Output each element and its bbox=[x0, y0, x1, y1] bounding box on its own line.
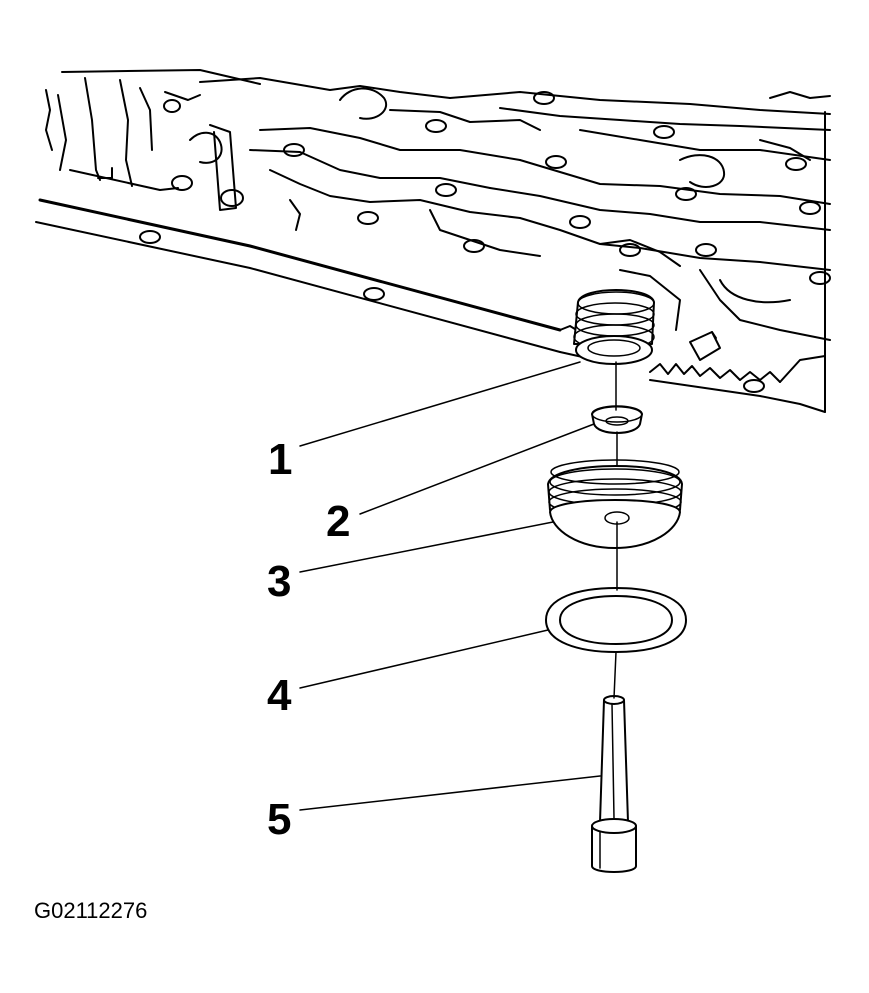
figure-id-label: G02112276 bbox=[34, 898, 148, 923]
spring bbox=[573, 289, 655, 365]
retainer bbox=[591, 405, 643, 434]
alignment-centerline bbox=[613, 361, 618, 699]
leader-line-1 bbox=[299, 361, 581, 447]
piston bbox=[547, 459, 683, 549]
leader-line-4 bbox=[299, 629, 549, 689]
leader-line-3 bbox=[299, 521, 554, 573]
seal-ring bbox=[545, 587, 687, 653]
callout-5: 5 bbox=[267, 795, 291, 844]
callout-1: 1 bbox=[268, 435, 292, 484]
callout-4: 4 bbox=[267, 671, 292, 720]
leader-lines bbox=[299, 361, 601, 811]
bolt bbox=[591, 695, 637, 873]
callout-2: 2 bbox=[326, 497, 350, 546]
transmission-housing bbox=[35, 69, 831, 413]
leader-line-5 bbox=[299, 775, 601, 811]
leader-line-2 bbox=[359, 423, 595, 515]
callout-3: 3 bbox=[267, 557, 291, 606]
